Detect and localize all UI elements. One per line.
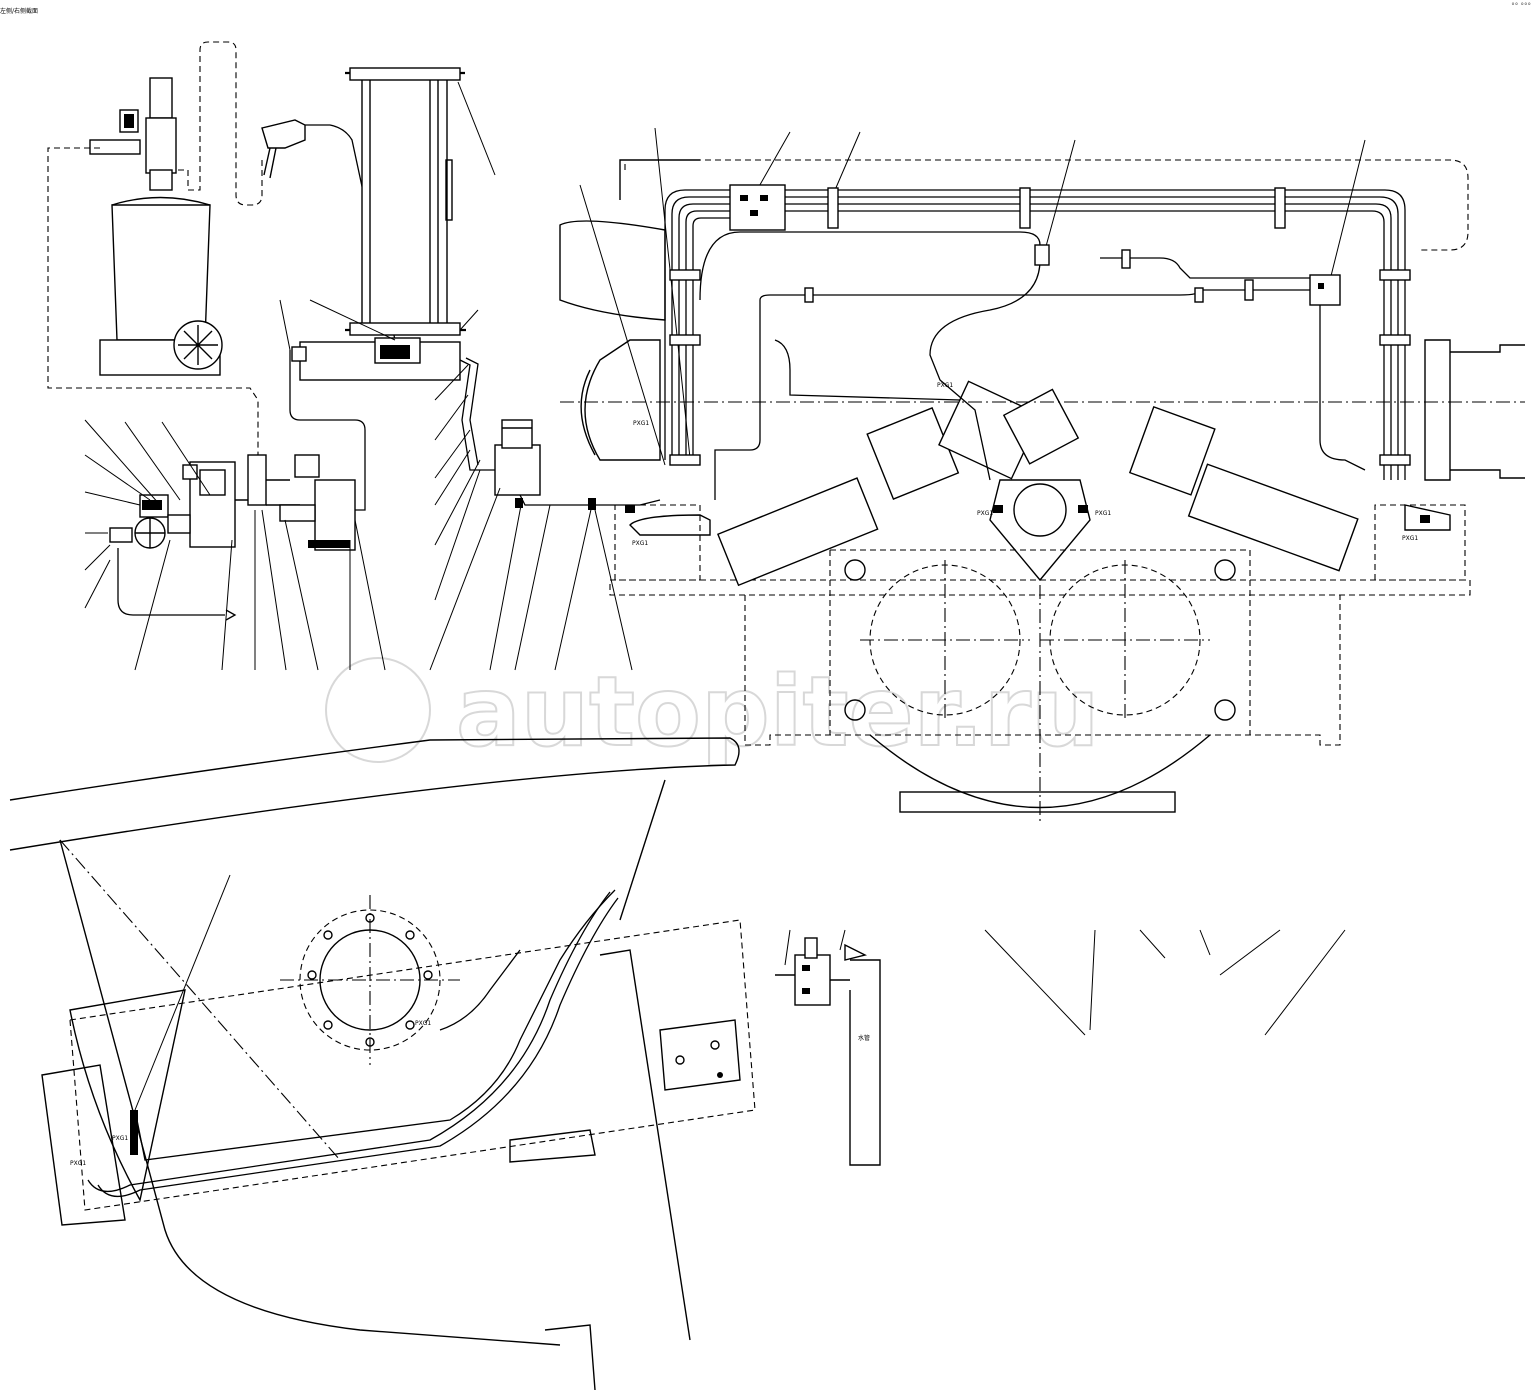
svg-text:PXG1: PXG1 (70, 1160, 86, 1167)
grease-gun-top (261, 119, 396, 341)
svg-text:PXG1: PXG1 (937, 382, 953, 389)
center-valve-block (494, 419, 661, 510)
svg-text:PXG1: PXG1 (1402, 535, 1418, 542)
corner-mark: °° °°° (1511, 2, 1531, 10)
svg-text:PXG1: PXG1 (1095, 510, 1111, 517)
callouts (84, 127, 1366, 1111)
accumulator-cylinder (291, 67, 500, 471)
svg-text:PXG1: PXG1 (112, 1135, 128, 1142)
watermark: autopiter.ru (325, 655, 1100, 769)
drive-assembly: PXG1 PXG1 PXG1 PXG1 PXG1 PXG1 (559, 159, 1525, 825)
svg-text:PXG1: PXG1 (632, 540, 648, 547)
detail-valve-46: 水管 (775, 937, 881, 1166)
detail-bottom-right: 左侧/右侧截面 (0, 8, 39, 15)
svg-text:PXG1: PXG1 (633, 420, 649, 427)
watermark-text: autopiter.ru (456, 656, 1099, 768)
grease-pump-assembly (47, 41, 366, 621)
chassis-frame: PXG1 PXG1 PXG1 (9, 737, 756, 1391)
svg-text:PXG1: PXG1 (977, 510, 993, 517)
svg-text:PXG1: PXG1 (415, 1020, 431, 1027)
svg-text:水管: 水管 (858, 1034, 870, 1042)
